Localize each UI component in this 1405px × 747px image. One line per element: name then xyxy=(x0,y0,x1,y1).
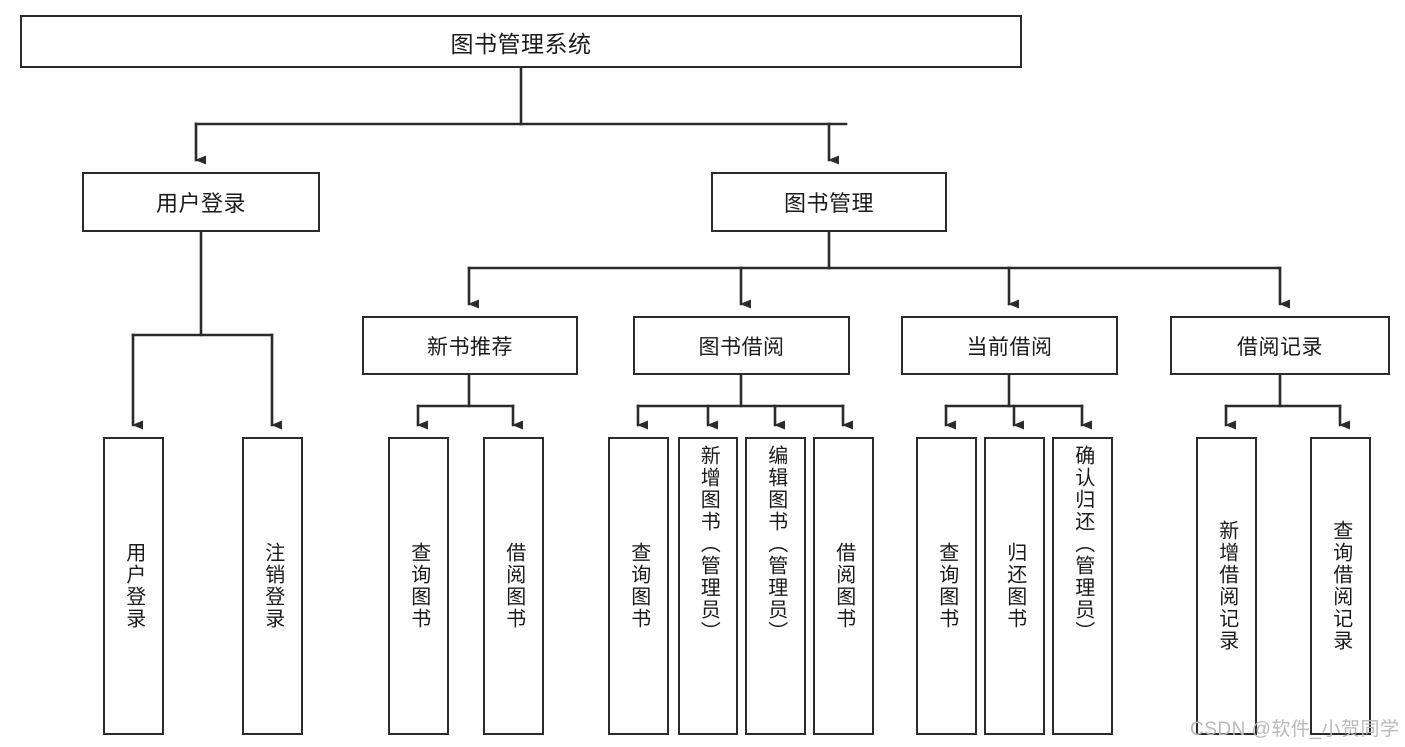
node-leaf-confirm-return-admin[interactable]: 确认归还（管理员） xyxy=(1052,437,1113,735)
node-leaf-query-book-current-label: 查询图书 xyxy=(935,542,958,630)
node-leaf-lend-book-label: 借阅图书 xyxy=(832,542,855,630)
node-leaf-query-borrow-record[interactable]: 查询借阅记录 xyxy=(1310,437,1371,735)
node-leaf-query-borrow-record-label: 查询借阅记录 xyxy=(1329,520,1352,652)
node-leaf-user-login-label: 用户登录 xyxy=(122,542,145,630)
node-book-borrow[interactable]: 图书借阅 xyxy=(633,316,850,375)
node-leaf-logout-label: 注销登录 xyxy=(261,542,284,630)
node-leaf-borrow-book-newbook-label: 借阅图书 xyxy=(502,542,525,630)
node-leaf-confirm-return-admin-label: 确认归还（管理员） xyxy=(1071,445,1094,643)
node-leaf-return-book[interactable]: 归还图书 xyxy=(984,437,1045,735)
node-current-borrow[interactable]: 当前借阅 xyxy=(901,316,1118,375)
node-leaf-borrow-book-newbook[interactable]: 借阅图书 xyxy=(483,437,544,735)
node-leaf-return-book-label: 归还图书 xyxy=(1003,542,1026,630)
node-new-book-recommend-label: 新书推荐 xyxy=(427,335,513,359)
node-new-book-recommend[interactable]: 新书推荐 xyxy=(362,316,578,375)
node-leaf-edit-book-admin[interactable]: 编辑图书（管理员） xyxy=(745,437,806,735)
node-borrow-record-label: 借阅记录 xyxy=(1237,335,1323,359)
node-leaf-edit-book-admin-label: 编辑图书（管理员） xyxy=(764,445,787,643)
node-leaf-query-book-borrow-label: 查询图书 xyxy=(627,542,650,630)
node-book-borrow-label: 图书借阅 xyxy=(698,335,785,359)
node-leaf-add-borrow-record[interactable]: 新增借阅记录 xyxy=(1196,437,1257,735)
node-leaf-query-book-borrow[interactable]: 查询图书 xyxy=(608,437,669,735)
node-current-borrow-label: 当前借阅 xyxy=(966,335,1053,359)
node-user-login-label: 用户登录 xyxy=(155,191,246,216)
node-leaf-query-book-newbook[interactable]: 查询图书 xyxy=(388,437,449,735)
node-leaf-add-book-admin-label: 新增图书（管理员） xyxy=(697,445,720,643)
node-leaf-user-login[interactable]: 用户登录 xyxy=(103,437,164,735)
node-leaf-query-book-newbook-label: 查询图书 xyxy=(407,542,430,630)
node-root-system[interactable]: 图书管理系统 xyxy=(20,15,1022,68)
node-book-management-label: 图书管理 xyxy=(783,191,874,216)
node-book-management[interactable]: 图书管理 xyxy=(711,172,947,232)
node-user-login[interactable]: 用户登录 xyxy=(82,172,320,232)
node-leaf-logout[interactable]: 注销登录 xyxy=(242,437,303,735)
node-leaf-lend-book[interactable]: 借阅图书 xyxy=(813,437,874,735)
node-leaf-query-book-current[interactable]: 查询图书 xyxy=(916,437,977,735)
csdn-watermark: CSDN @软件_小贺同学 xyxy=(1190,719,1400,740)
node-leaf-add-book-admin[interactable]: 新增图书（管理员） xyxy=(678,437,738,735)
node-leaf-add-borrow-record-label: 新增借阅记录 xyxy=(1215,520,1238,652)
node-borrow-record[interactable]: 借阅记录 xyxy=(1170,316,1390,375)
node-root-label: 图书管理系统 xyxy=(450,30,592,57)
